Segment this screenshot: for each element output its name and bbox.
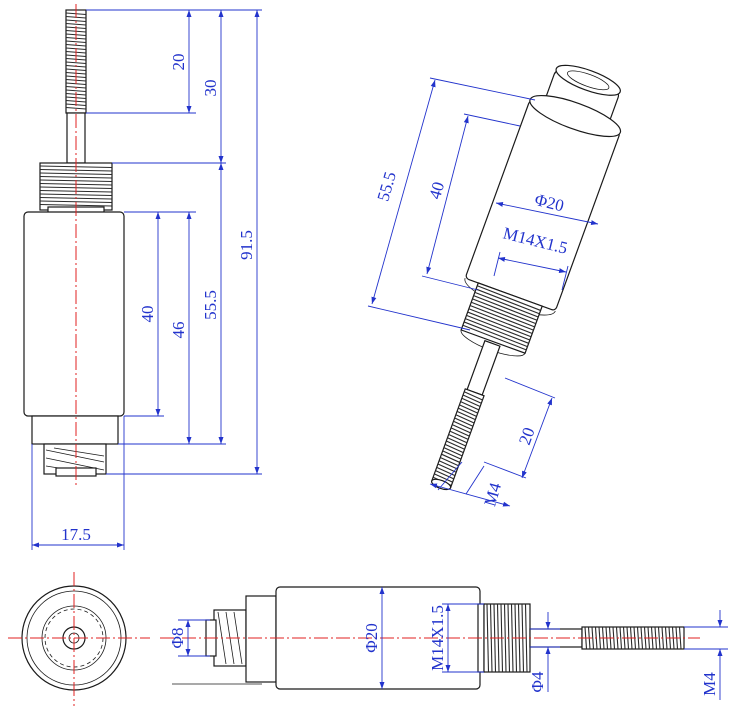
thread-line xyxy=(463,391,483,401)
thread-line xyxy=(619,626,623,650)
thread-line xyxy=(460,401,480,411)
thread-line xyxy=(456,410,476,421)
dim-label-20: 20 xyxy=(169,54,188,71)
side-dim-label-m14: M14X1.5 xyxy=(428,605,447,671)
thread-line xyxy=(454,417,474,427)
thread-line xyxy=(438,460,458,470)
thread-line xyxy=(449,430,469,440)
thread-line xyxy=(458,407,477,417)
thread-line xyxy=(65,106,87,110)
spring-coils xyxy=(45,447,105,475)
front-view xyxy=(23,4,125,486)
thread-line xyxy=(440,456,459,467)
thread-line xyxy=(467,311,532,338)
thread-line xyxy=(657,626,661,650)
iso-dim-line-m14 xyxy=(497,256,567,274)
iso-dim-label-55-5: 55.5 xyxy=(373,170,399,204)
thread-line xyxy=(678,626,682,650)
thread-line xyxy=(636,626,640,650)
side-dim-label-m4: M4 xyxy=(700,672,719,696)
thread-line xyxy=(65,19,87,23)
thread-line xyxy=(39,175,113,179)
side-dimensions: Φ8 Φ20 M14X1.5 Φ4 M4 xyxy=(168,587,728,700)
iso-rod-plain xyxy=(466,339,501,396)
thread-line xyxy=(640,626,644,650)
body-cylinder xyxy=(23,211,125,417)
thread-line xyxy=(443,447,463,457)
thread-line xyxy=(39,193,113,197)
iso-body-top-face xyxy=(529,94,622,138)
thread-line xyxy=(461,397,481,408)
thread-line xyxy=(446,440,465,450)
thread-line xyxy=(65,43,87,47)
thread-line xyxy=(462,394,482,404)
thread-line xyxy=(455,414,475,424)
thread-line xyxy=(434,473,453,483)
iso-dim-label-40: 40 xyxy=(425,180,448,202)
thread-line xyxy=(503,603,507,673)
side-collar xyxy=(245,595,277,683)
thread-line xyxy=(447,437,466,447)
thread-line xyxy=(65,40,87,44)
thread-line xyxy=(466,314,531,341)
thread-line xyxy=(524,603,528,673)
thread-line xyxy=(65,61,87,65)
iso-dim-line-phi20 xyxy=(495,201,599,226)
thread-line xyxy=(469,304,534,331)
iso-dim-line-55-5 xyxy=(371,79,436,305)
dim-label-17-5: 17.5 xyxy=(61,525,91,544)
side-dim-label-phi20: Φ20 xyxy=(362,623,381,652)
thread-line xyxy=(591,626,595,650)
thread-line xyxy=(459,404,478,414)
thread-line xyxy=(444,443,464,454)
thread-line xyxy=(477,285,541,311)
thread-line xyxy=(39,200,113,204)
iso-dim-label-m4: M4 xyxy=(480,480,505,508)
dim-label-91-5: 91.5 xyxy=(237,230,256,260)
spring-end xyxy=(43,443,107,477)
iso-dim-label-20: 20 xyxy=(515,425,539,447)
dim-label-55-5: 55.5 xyxy=(201,290,220,320)
dim-label-46: 46 xyxy=(169,322,188,339)
thread-line xyxy=(65,89,87,93)
thread-line xyxy=(39,172,113,176)
front-dimensions: 20 30 91.5 55.5 40 46 17.5 xyxy=(31,9,262,550)
thread-line xyxy=(437,463,457,473)
thread-line xyxy=(448,433,468,444)
end-view xyxy=(8,572,150,706)
iso-process-thread-lines xyxy=(462,285,541,351)
thread-line xyxy=(435,470,455,480)
thread-line xyxy=(442,450,462,460)
thread-line xyxy=(462,324,527,351)
iso-dim-line-m4 xyxy=(429,483,511,507)
thread-line xyxy=(65,68,87,72)
thread-line xyxy=(486,603,490,673)
thread-line xyxy=(465,318,529,344)
thread-line xyxy=(463,321,528,348)
thread-line xyxy=(65,22,87,26)
side-dim-label-phi8: Φ8 xyxy=(168,628,187,649)
bottom-collar xyxy=(31,415,119,445)
thread-line xyxy=(452,424,471,434)
dim-label-40: 40 xyxy=(138,306,157,323)
thread-line xyxy=(453,420,472,431)
thread-line xyxy=(598,626,602,650)
side-dim-label-phi4: Φ4 xyxy=(528,671,547,692)
dim-label-30: 30 xyxy=(201,80,220,97)
thread-line xyxy=(471,301,535,328)
thread-line xyxy=(475,288,540,315)
thread-line xyxy=(450,427,470,437)
iso-top-cap-face xyxy=(555,64,621,96)
thread-line xyxy=(472,298,537,325)
iso-dim-line-40 xyxy=(426,115,469,275)
thread-line xyxy=(473,295,538,321)
thread-line xyxy=(441,453,460,463)
thread-line xyxy=(468,308,533,334)
iso-dim-line-20 xyxy=(521,397,553,479)
side-view xyxy=(160,586,700,690)
thread-line xyxy=(474,291,539,318)
